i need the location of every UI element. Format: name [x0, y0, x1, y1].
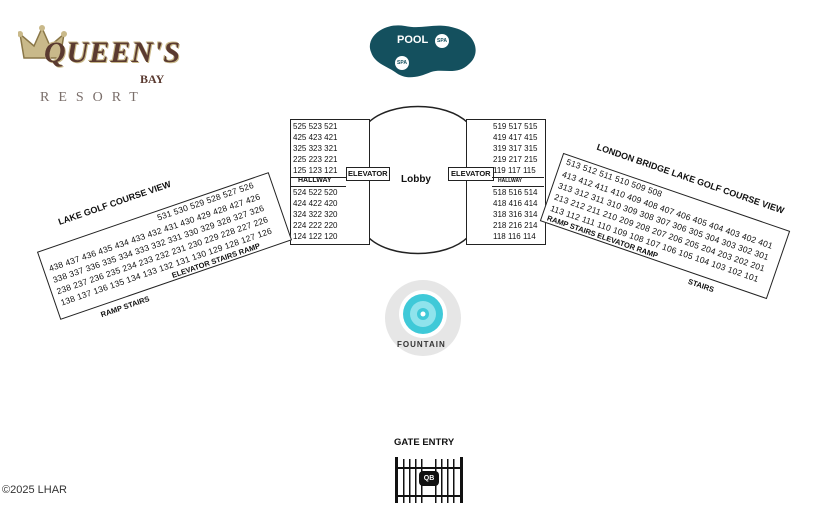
room-row: 525 523 521: [293, 122, 338, 131]
room-row: 519 517 515: [493, 122, 538, 131]
gate-badge-label: QB: [423, 475, 435, 482]
spa-label-2: SPA: [397, 60, 407, 66]
crown-icon: [18, 25, 67, 59]
right-room-block: [466, 119, 546, 245]
spa-badge-2: SPA: [395, 56, 409, 70]
left-wing: LAKE GOLF COURSE VIEW 531 530 529 528 52…: [36, 172, 293, 320]
left-hallway: HALLWAY: [290, 177, 346, 187]
right-hallway: HALLWAY: [492, 177, 544, 187]
room-row: 324 322 320: [293, 210, 338, 219]
room-row: 524 522 520: [293, 188, 338, 197]
logo-name: QUEEN'S: [44, 36, 182, 69]
spa-badge-1: SPA: [435, 34, 449, 48]
room-row: 124 122 120: [293, 232, 338, 241]
left-elevator: ELEVATOR: [346, 167, 390, 181]
spa-label-1: SPA: [437, 38, 447, 44]
gate-label: GATE ENTRY: [394, 437, 455, 448]
room-row: 325 323 321: [293, 144, 338, 153]
logo-bay: BAY: [140, 72, 165, 86]
pool-shape: [369, 25, 476, 78]
elevator-label-left: ELEVATOR: [348, 169, 388, 178]
room-row: 218 216 214: [493, 221, 538, 230]
room-row: 318 316 314: [493, 210, 538, 219]
room-row: 419 417 415: [493, 133, 538, 142]
elevator-label-right: ELEVATOR: [451, 169, 491, 178]
room-row: 119 117 115: [493, 166, 536, 175]
hallway-label-right: HALLWAY: [498, 178, 522, 184]
fountain-label: FOUNTAIN: [397, 340, 446, 349]
room-row: 424 422 420: [293, 199, 338, 208]
gate: QB: [395, 455, 463, 503]
room-row: 518 516 514: [493, 188, 538, 197]
fountain: FOUNTAIN: [383, 278, 463, 358]
room-row: 224 222 220: [293, 221, 338, 230]
central-building: Lobby 525 523 521 425 423 421 325 323 32…: [290, 105, 546, 255]
room-row: 225 223 221: [293, 155, 338, 164]
pool-label: POOL: [397, 34, 429, 46]
room-row: 319 317 315: [493, 144, 538, 153]
resort-logo: QUEEN'S BAY RESORT: [18, 24, 193, 110]
room-row: 219 217 215: [493, 155, 538, 164]
room-row: 118 116 114: [493, 232, 536, 241]
copyright: ©2025 LHAR: [2, 484, 67, 496]
logo-resort: RESORT: [40, 90, 147, 105]
right-elevator: ELEVATOR: [448, 167, 494, 181]
fountain-icon: [385, 280, 461, 356]
room-row: 418 416 414: [493, 199, 538, 208]
left-room-block: [290, 119, 370, 245]
lobby-label: Lobby: [401, 174, 431, 185]
hallway-label-left: HALLWAY: [298, 177, 332, 184]
gate-badge: QB: [419, 471, 439, 486]
pool: POOL SPA SPA: [365, 20, 480, 80]
right-wing: LONDON BRIDGE LAKE GOLF COURSE VIEW 513 …: [539, 142, 791, 300]
room-row: 425 423 421: [293, 133, 338, 142]
room-row: 125 123 121: [293, 166, 338, 175]
